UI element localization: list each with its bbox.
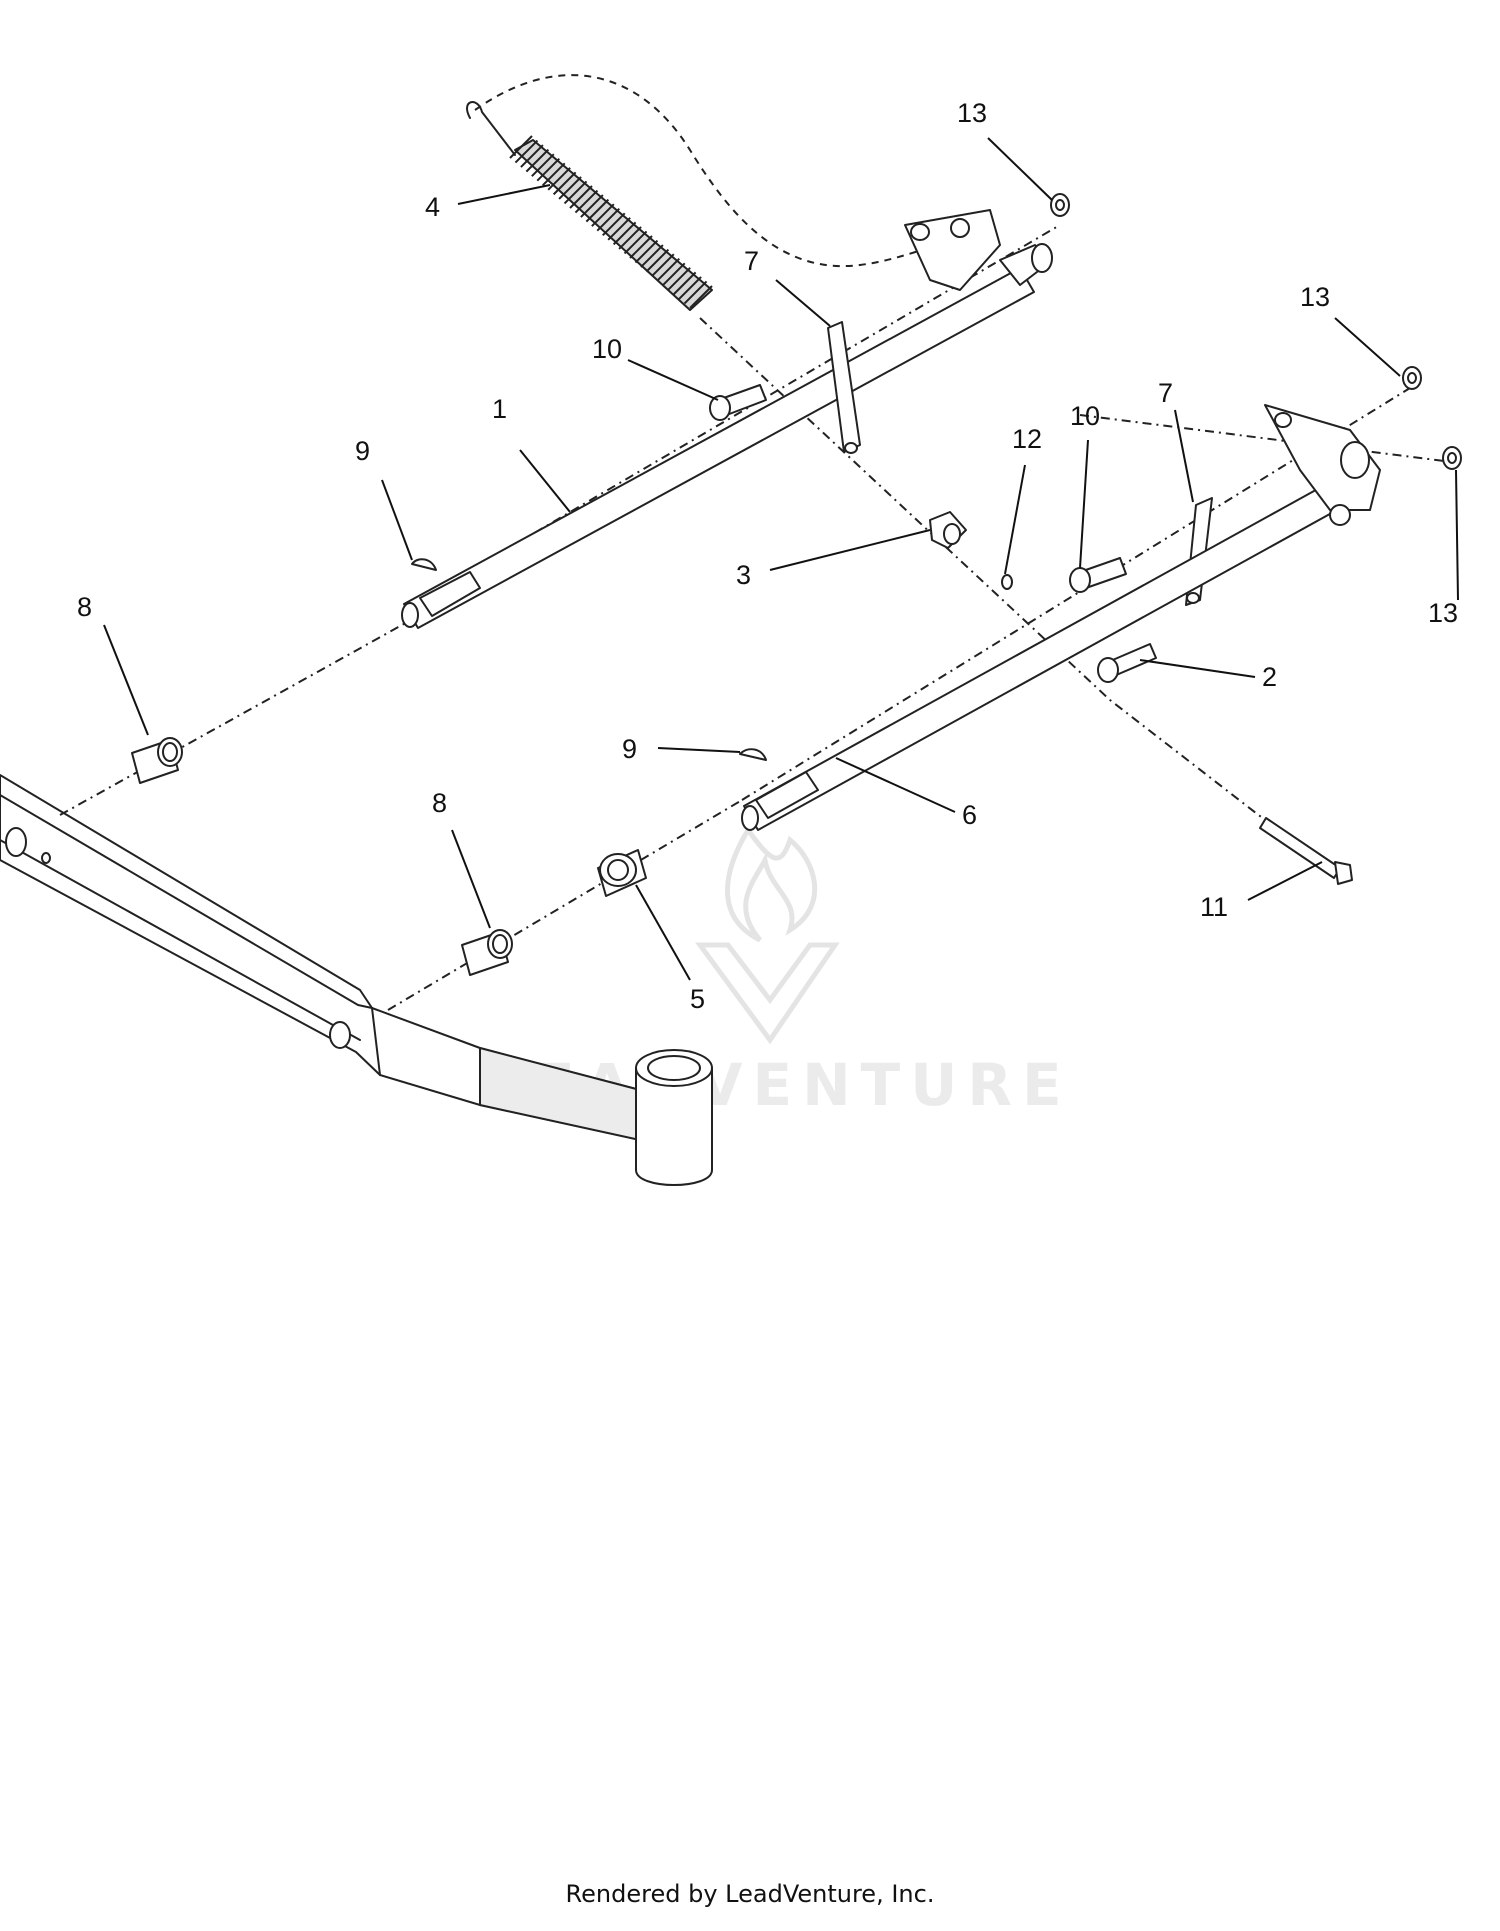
callout-9: 9	[355, 436, 370, 466]
part-10-pin-upper	[709, 384, 767, 421]
part-5-bushing	[597, 849, 647, 897]
callout-4: 4	[425, 192, 440, 222]
frame-bar	[0, 774, 713, 1186]
callout-13: 13	[957, 98, 987, 128]
part-3-nut	[929, 511, 967, 549]
callout-13: 13	[1428, 598, 1458, 628]
callout-8: 8	[432, 788, 447, 818]
callout-10: 10	[592, 334, 622, 364]
part-9-key-upper	[411, 558, 437, 571]
callout-11: 11	[1200, 892, 1228, 922]
callout-3: 3	[736, 560, 751, 590]
flame-v-logo-icon	[695, 825, 840, 1045]
part-2-pin	[1097, 643, 1157, 683]
callout-2: 2	[1262, 662, 1277, 692]
part-13-nuts	[1050, 193, 1462, 470]
callout-8: 8	[77, 592, 92, 622]
part-8-bushing-lower	[461, 929, 513, 976]
callout-7: 7	[1158, 378, 1173, 408]
part-11-bolt	[1259, 817, 1353, 885]
callout-13: 13	[1300, 282, 1330, 312]
callout-1: 1	[492, 394, 507, 424]
leader-lines	[103, 137, 1459, 981]
arm-upper	[827, 321, 861, 454]
callout-5: 5	[690, 984, 705, 1014]
callout-labels: 13 4 7 10 1 9 13 10 12 7 3 13 2 8 9 6 8 …	[77, 98, 1458, 1014]
spring	[466, 101, 713, 311]
part-10-pin-lower	[1069, 557, 1127, 593]
part-12-fitting	[1001, 574, 1013, 590]
callout-6: 6	[962, 800, 977, 830]
part-9-key-lower	[739, 748, 767, 761]
callout-10: 10	[1070, 401, 1100, 431]
upper-shaft	[401, 209, 1053, 629]
callout-9: 9	[622, 734, 637, 764]
part-8-bushing-upper	[131, 737, 183, 784]
callout-12: 12	[1012, 424, 1042, 454]
callout-7: 7	[744, 246, 759, 276]
lower-shaft	[741, 404, 1381, 831]
footer-credit: Rendered by LeadVenture, Inc.	[565, 1880, 935, 1908]
